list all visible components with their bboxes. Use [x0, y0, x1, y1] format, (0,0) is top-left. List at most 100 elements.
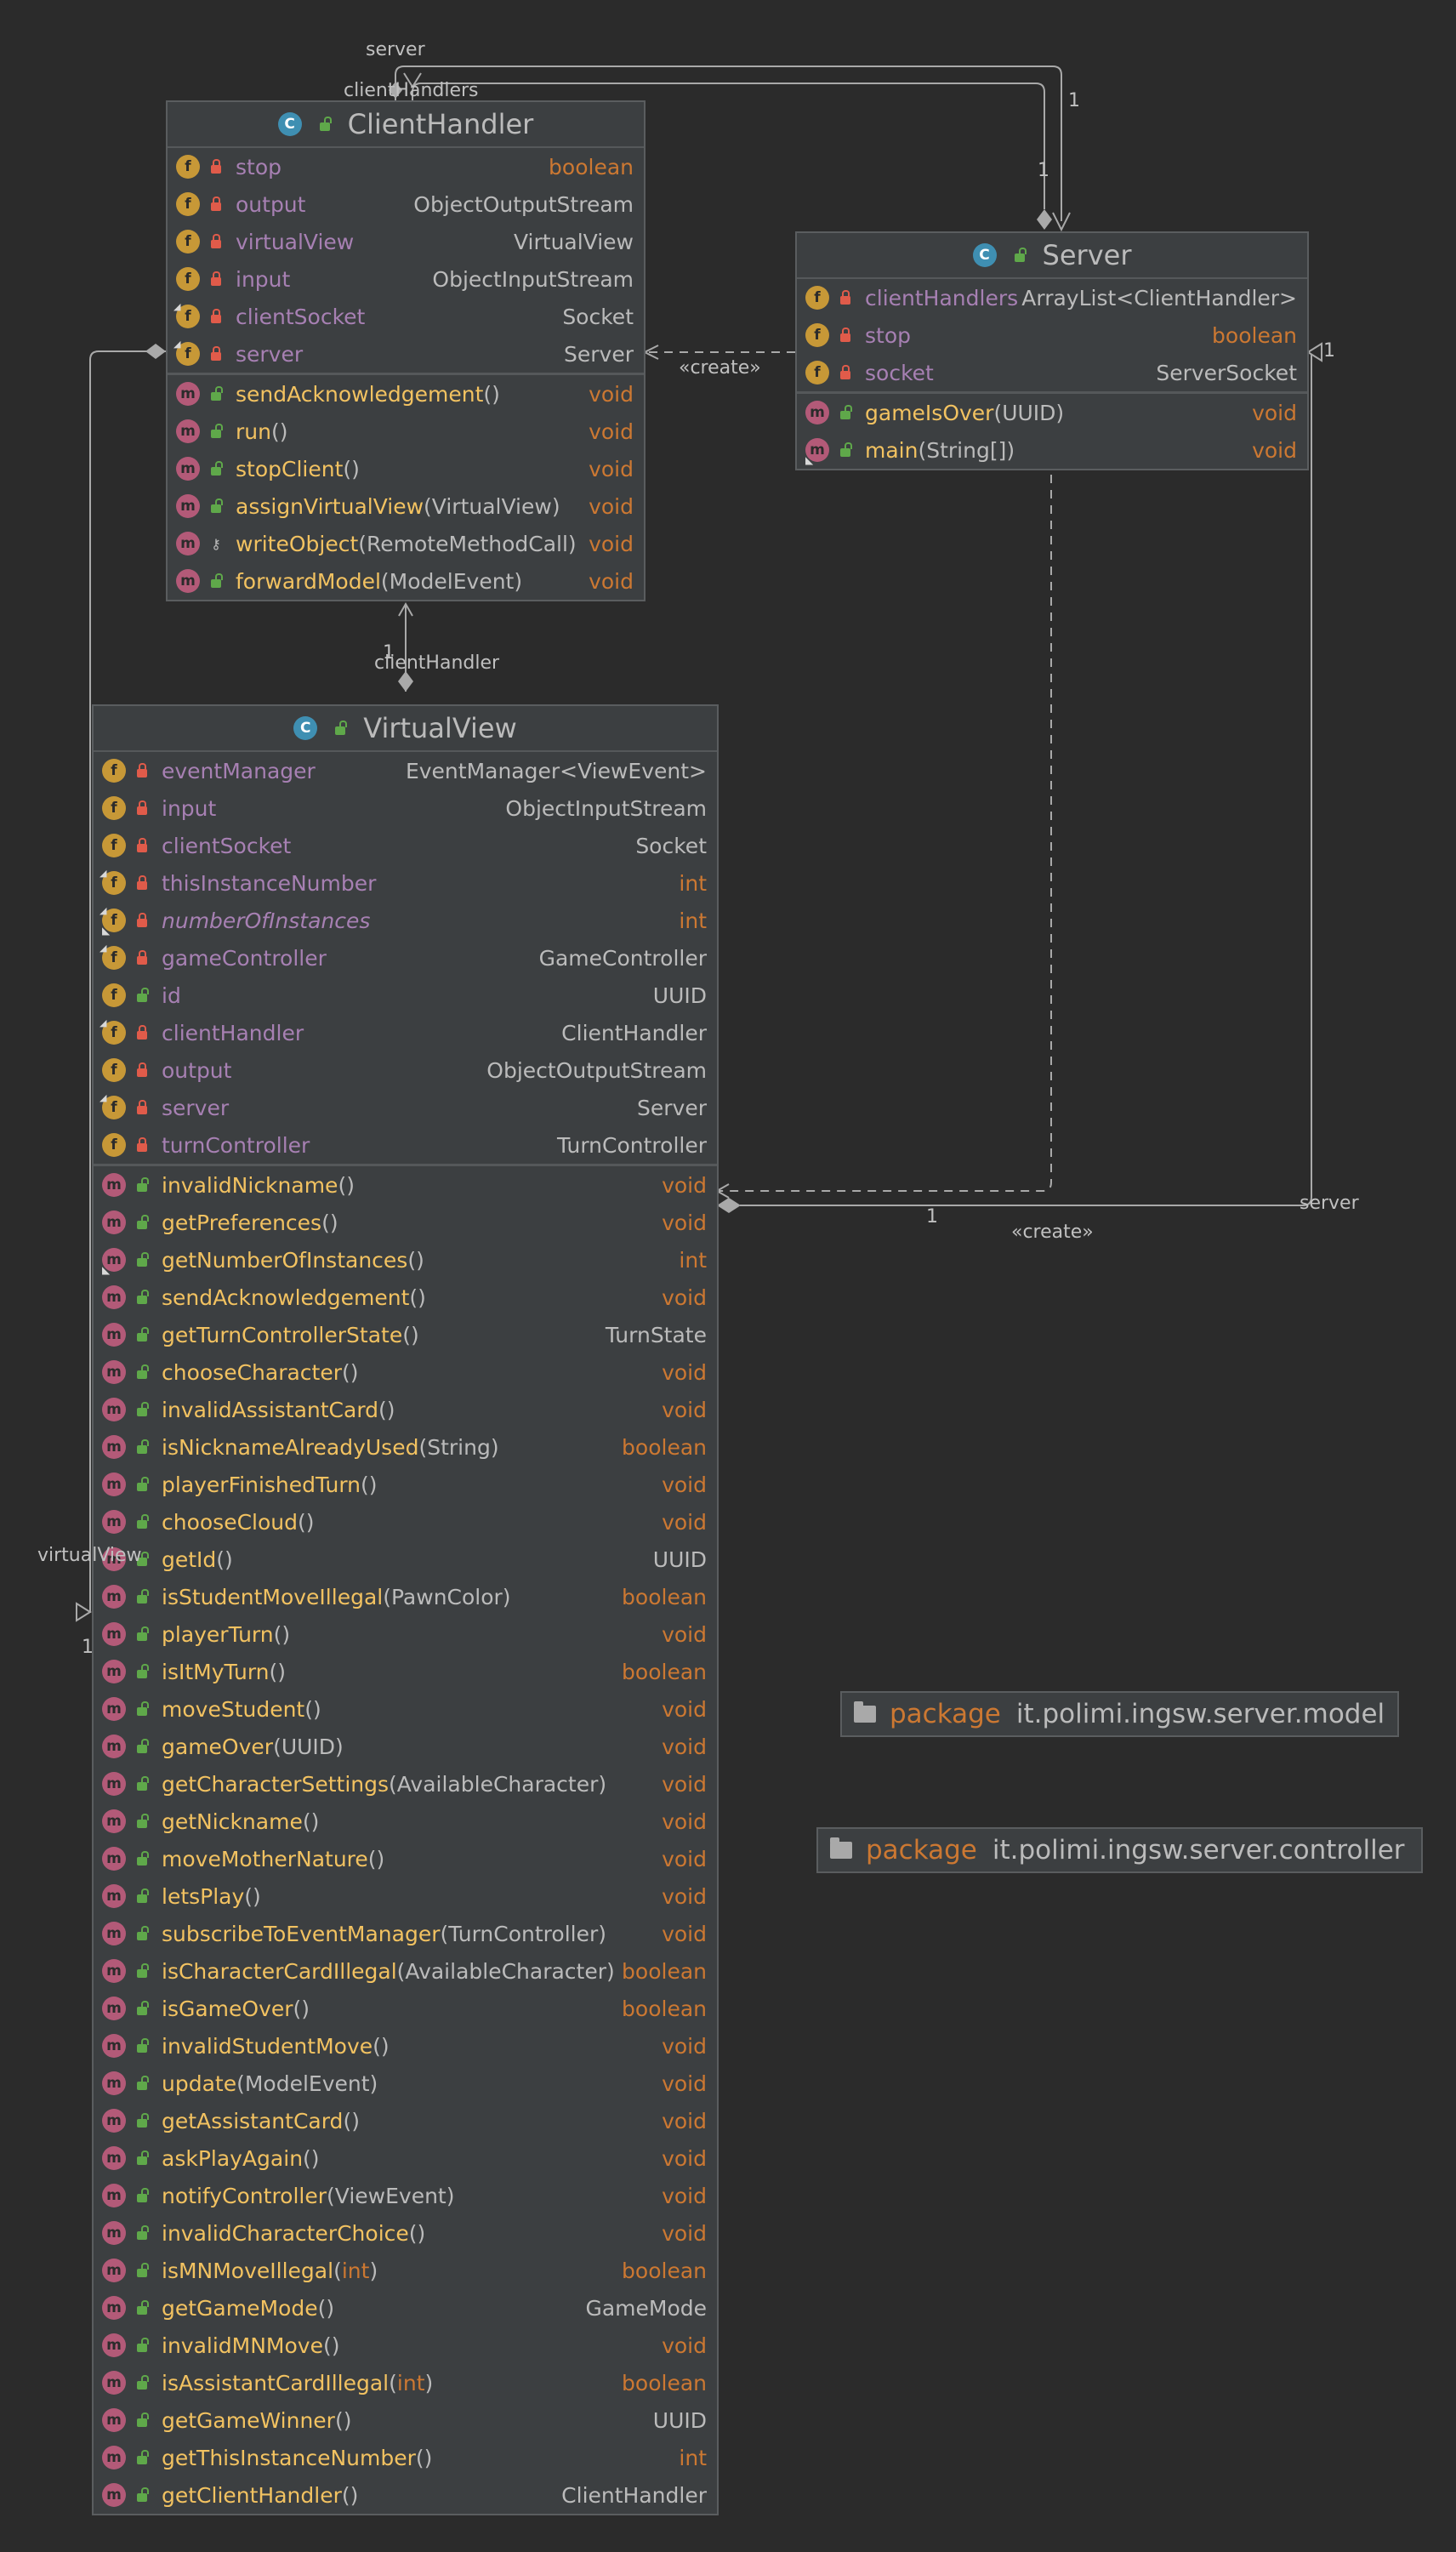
- method-icon: m: [176, 532, 200, 555]
- public-lock-icon: [133, 2150, 151, 2166]
- package-model[interactable]: package it.polimi.ingsw.server.model: [840, 1691, 1399, 1737]
- public-lock-icon: [133, 1514, 151, 1529]
- method-icon: m: [102, 1547, 126, 1571]
- public-lock-icon: [133, 2113, 151, 2128]
- public-lock-icon: [133, 1327, 151, 1342]
- private-lock-icon: [836, 290, 855, 305]
- method-icon: m: [102, 1735, 126, 1758]
- method-icon: m: [102, 1884, 126, 1908]
- method-icon: m: [102, 1847, 126, 1871]
- method-icon: m: [102, 2446, 126, 2469]
- private-lock-icon: [836, 365, 855, 380]
- edge-multiplicity: 1: [1038, 160, 1049, 181]
- method-icon: m: [102, 1660, 126, 1683]
- method-icon: m: [102, 1697, 126, 1721]
- public-lock-icon: [133, 2263, 151, 2278]
- method-icon: m: [102, 2034, 126, 2058]
- private-lock-icon: [133, 875, 151, 891]
- public-lock-icon: [133, 1402, 151, 1417]
- public-lock-icon: [133, 1814, 151, 1829]
- public-lock-icon: [133, 1739, 151, 1754]
- public-lock-icon: [207, 386, 225, 402]
- edge-label-client-handlers: clientHandlers: [344, 80, 479, 101]
- public-lock-icon: [133, 1364, 151, 1380]
- private-lock-icon: [207, 234, 225, 249]
- private-lock-icon: [207, 346, 225, 362]
- public-lock-icon: [133, 2038, 151, 2054]
- public-lock-icon: [133, 1888, 151, 1904]
- package-controller[interactable]: package it.polimi.ingsw.server.controlle…: [816, 1827, 1423, 1873]
- method-row[interactable]: m⚷writeObject(RemoteMethodCall)void: [168, 525, 644, 562]
- method-icon: m: [102, 1809, 126, 1833]
- public-lock-icon: [133, 1776, 151, 1792]
